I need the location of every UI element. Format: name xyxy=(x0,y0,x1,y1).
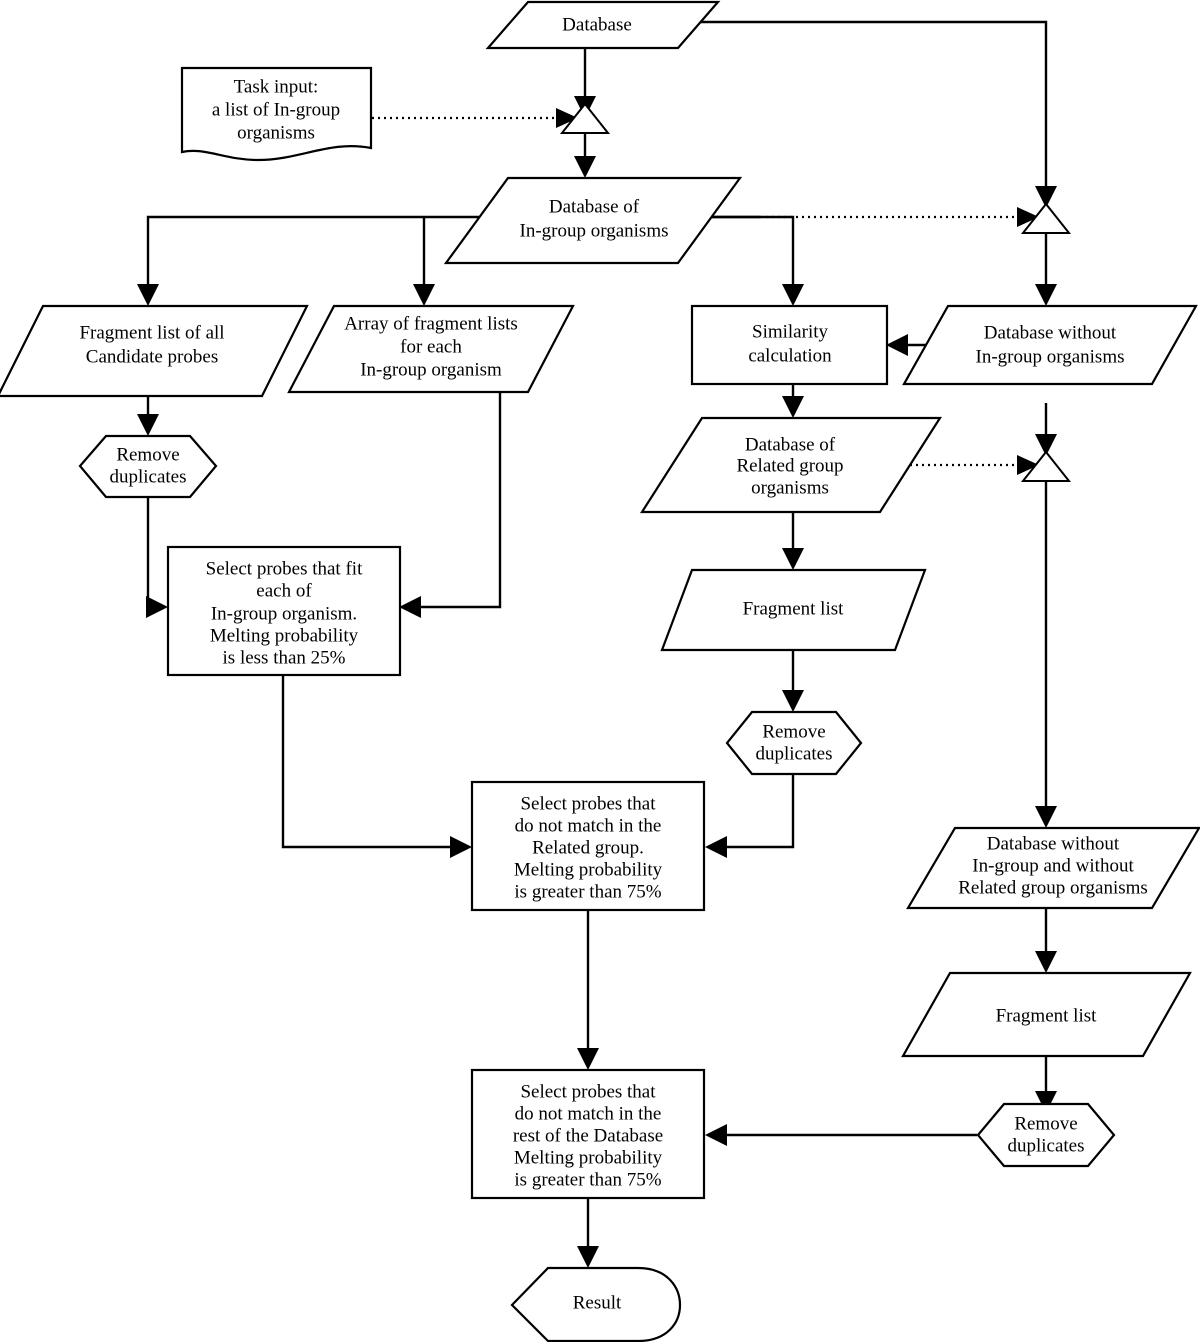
node-db-without-ingroup-line1: Database without xyxy=(984,322,1117,343)
node-merge-right-lower[interactable] xyxy=(1020,450,1072,482)
node-select-ingroup-line2: each of xyxy=(256,580,312,601)
node-select-ingroup-fit[interactable]: Select probes that fit each of In-group … xyxy=(166,545,402,677)
node-database-label: Database xyxy=(562,14,632,35)
arrowhead-merge-right-lower-side xyxy=(1017,455,1039,475)
node-fragment-list-mid[interactable]: Fragment list xyxy=(660,568,927,652)
arrowhead-select-related-in-right xyxy=(705,836,727,858)
node-select-related-line4: Melting probability xyxy=(514,859,663,880)
node-remove-dup-right-line1: Remove xyxy=(1014,1113,1077,1134)
arrowhead-fragment-candidates-in xyxy=(137,284,159,306)
arrowhead-select-rest-in-right xyxy=(705,1124,727,1146)
arrowhead-merge-right-upper-in xyxy=(1035,186,1057,208)
arrowhead-remove-dup-left-in xyxy=(137,414,159,436)
node-fragment-candidates-line2: Candidate probes xyxy=(86,346,218,367)
node-array-fragment-lists-line2: for each xyxy=(400,336,462,357)
edge-remove-dup-mid-to-select-related xyxy=(726,774,795,849)
node-db-without-both-line3: Related group organisms xyxy=(958,877,1148,898)
arrowhead-select-rest-in-top xyxy=(577,1048,599,1070)
node-similarity-calculation[interactable]: Similarity calculation xyxy=(690,304,889,386)
node-fragment-list-right-label: Fragment list xyxy=(996,1005,1098,1026)
node-db-ingroup[interactable]: Database of In-group organisms xyxy=(443,176,743,265)
node-db-without-ingroup-line2: In-group organisms xyxy=(976,346,1125,367)
edge-array-fragment-lists-to-select-ingroup xyxy=(420,392,502,609)
node-fragment-list-mid-label: Fragment list xyxy=(743,598,845,619)
node-select-ingroup-line4: Melting probability xyxy=(210,625,359,646)
node-array-fragment-lists-line1: Array of fragment lists xyxy=(344,313,518,334)
node-remove-dup-mid[interactable]: Remove duplicates xyxy=(725,710,863,776)
node-similarity-line1: Similarity xyxy=(752,321,829,342)
arrowhead-result-in xyxy=(577,1246,599,1268)
node-merge-top[interactable] xyxy=(559,102,611,134)
arrowhead-db-related-in xyxy=(782,396,804,418)
node-array-fragment-lists-line3: In-group organism xyxy=(360,359,502,380)
node-remove-dup-left[interactable]: Remove duplicates xyxy=(78,434,218,499)
edge-db-ingroup-to-fragment-candidates xyxy=(146,215,508,288)
node-select-related-line5: is greater than 75% xyxy=(514,881,661,902)
node-fragment-candidates[interactable]: Fragment list of all Candidate probes xyxy=(0,304,309,398)
node-db-without-ingroup-related[interactable]: Database without In-group and without Re… xyxy=(906,826,1200,910)
node-array-fragment-lists[interactable]: Array of fragment lists for each In-grou… xyxy=(287,304,575,394)
node-similarity-line2: calculation xyxy=(748,345,832,366)
node-remove-dup-right[interactable]: Remove duplicates xyxy=(976,1102,1116,1168)
arrowhead-fragment-list-right-in xyxy=(1035,951,1057,973)
arrowhead-db-ingroup-in xyxy=(574,156,596,178)
node-database[interactable]: Database xyxy=(485,0,721,50)
node-remove-dup-left-line2: duplicates xyxy=(109,466,186,487)
node-select-related-line3: Related group. xyxy=(532,837,644,858)
node-select-related-line2: do not match in the xyxy=(515,815,662,836)
connector-layer xyxy=(137,20,1057,1268)
node-fragment-list-right[interactable]: Fragment list xyxy=(901,971,1192,1058)
arrowhead-fragment-list-mid-in xyxy=(782,548,804,570)
node-db-without-both-line1: Database without xyxy=(987,833,1120,854)
node-db-ingroup-line1: Database of xyxy=(549,196,640,217)
node-select-ingroup-line1: Select probes that fit xyxy=(206,558,363,579)
node-db-related-line3: organisms xyxy=(751,477,829,498)
arrowhead-merge-top-side xyxy=(556,108,578,128)
arrowhead-select-related-in-left xyxy=(450,836,472,858)
node-task-input-line2: a list of In-group xyxy=(212,99,340,120)
arrowhead-similarity-in-right xyxy=(886,334,908,356)
node-remove-dup-mid-line2: duplicates xyxy=(755,743,832,764)
node-db-related-group[interactable]: Database of Related group organisms xyxy=(639,416,943,514)
node-select-related-nomatch[interactable]: Select probes that do not match in the R… xyxy=(470,780,706,912)
node-select-related-line1: Select probes that xyxy=(520,793,656,814)
node-db-related-line2: Related group xyxy=(736,455,843,476)
edge-select-ingroup-to-select-related xyxy=(281,675,452,849)
edge-db-ingroup-to-similarity xyxy=(710,215,795,288)
arrowhead-select-ingroup-in-right xyxy=(399,596,421,618)
node-result[interactable]: Result xyxy=(510,1266,682,1342)
node-select-rest-line5: is greater than 75% xyxy=(514,1169,661,1190)
node-remove-dup-mid-line1: Remove xyxy=(762,721,825,742)
node-select-rest-line1: Select probes that xyxy=(520,1081,656,1102)
arrowhead-similarity-in-top xyxy=(782,284,804,306)
node-remove-dup-left-line1: Remove xyxy=(116,444,179,465)
edge-database-to-merge-right-upper xyxy=(678,20,1048,190)
arrowhead-remove-dup-mid-in xyxy=(782,690,804,712)
node-db-without-ingroup[interactable]: Database without In-group organisms xyxy=(902,304,1198,386)
node-task-input[interactable]: Task input: a list of In-group organisms xyxy=(180,66,373,162)
node-db-related-line1: Database of xyxy=(745,434,836,455)
arrowhead-select-ingroup-in-left xyxy=(146,596,168,618)
node-db-ingroup-line2: In-group organisms xyxy=(520,220,669,241)
arrowhead-merge-right-upper-side xyxy=(1017,207,1039,227)
node-result-label: Result xyxy=(573,1292,622,1313)
node-remove-dup-right-line2: duplicates xyxy=(1007,1135,1084,1156)
node-select-ingroup-line3: In-group organism. xyxy=(211,603,357,624)
arrowhead-db-without-both-in xyxy=(1035,806,1057,828)
node-merge-right-upper[interactable] xyxy=(1020,202,1072,234)
node-select-rest-line2: do not match in the xyxy=(515,1103,662,1124)
node-select-ingroup-line5: is less than 25% xyxy=(223,647,346,668)
node-fragment-candidates-line1: Fragment list of all xyxy=(79,322,224,343)
arrowhead-db-without-ingroup-in xyxy=(1035,284,1057,306)
arrowhead-remove-dup-right-in xyxy=(1035,1091,1057,1113)
node-task-input-line1: Task input: xyxy=(234,76,319,97)
node-select-rest-nomatch[interactable]: Select probes that do not match in the r… xyxy=(470,1068,706,1200)
arrowhead-array-fragment-lists-in xyxy=(413,284,435,306)
node-task-input-line3: organisms xyxy=(237,122,315,143)
node-select-rest-line3: rest of the Database xyxy=(513,1125,663,1146)
arrowhead-merge-right-lower-in xyxy=(1035,434,1057,456)
node-select-rest-line4: Melting probability xyxy=(514,1147,663,1168)
node-db-without-both-line2: In-group and without xyxy=(972,855,1134,876)
